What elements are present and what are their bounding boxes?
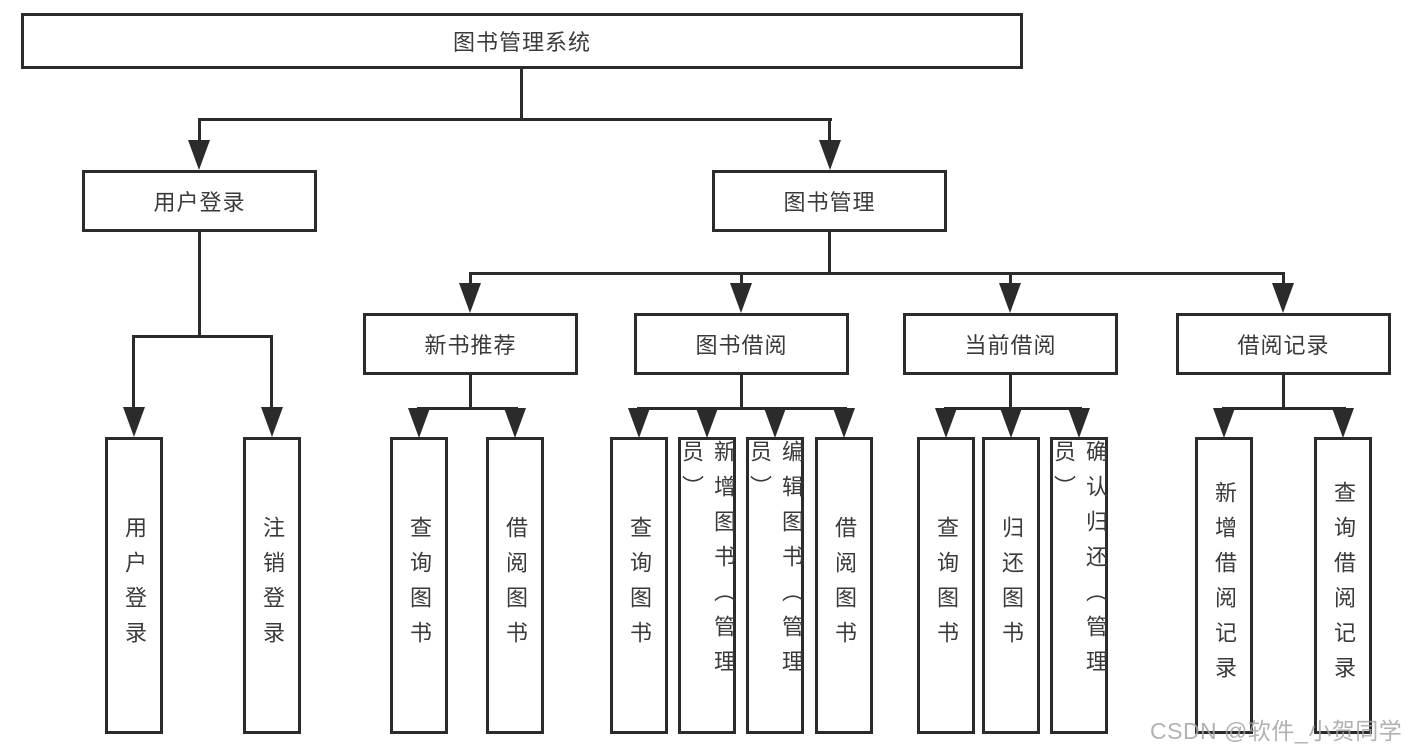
node-current-borrow: 当前借阅 [903,313,1118,375]
node-book-borrow: 图书借阅 [634,313,849,375]
leaf-current-return: 归还图书 [982,437,1040,734]
connector-line [637,407,847,410]
connector-line [1282,373,1285,409]
connector-line [828,230,831,275]
node-book-management: 图书管理 [712,170,947,232]
arrow-down-icon [188,140,210,170]
connector-line [740,373,743,409]
connector-line [469,373,472,409]
leaf-borrow-edit-admin: 编辑图书（管理员） [746,437,804,734]
connector-line [198,118,201,145]
arrow-down-icon [730,283,752,313]
leaf-current-confirm-admin: 确认归还（管理员） [1050,437,1108,734]
connector-line [270,335,273,409]
connector-line [469,272,1285,275]
arrow-down-icon [1068,408,1090,438]
arrow-down-icon [261,407,283,437]
leaf-borrow-borrow: 借阅图书 [815,437,873,734]
arrow-down-icon [504,408,526,438]
arrow-down-icon [123,407,145,437]
leaf-borrow-add-admin: 新增图书（管理员） [678,437,736,734]
connector-line [1009,272,1012,285]
connector-line [828,118,831,145]
connector-line [469,272,472,285]
connector-line [1009,373,1012,409]
connector-line [198,230,201,337]
arrow-down-icon [1213,408,1235,438]
node-user-login: 用户登录 [82,170,317,232]
arrow-down-icon [1272,283,1294,313]
connector-line [1222,407,1346,410]
node-root: 图书管理系统 [21,13,1023,69]
arrow-down-icon [833,408,855,438]
csdn-watermark: CSDN @软件_小贺同学 [1150,718,1403,744]
leaf-logout: 注销登录 [243,437,301,734]
node-new-book-recommend: 新书推荐 [363,313,578,375]
arrow-down-icon [935,408,957,438]
arrow-down-icon [1000,408,1022,438]
connector-line [740,272,743,285]
connector-line [198,118,832,121]
leaf-current-query: 查询图书 [917,437,975,734]
leaf-record-add: 新增借阅记录 [1195,437,1253,734]
connector-line [1282,272,1285,285]
leaf-record-query: 查询借阅记录 [1314,437,1372,734]
connector-line [417,407,518,410]
arrow-down-icon [764,408,786,438]
arrow-down-icon [999,283,1021,313]
connector-line [520,67,523,118]
node-borrow-record: 借阅记录 [1176,313,1391,375]
leaf-user-login: 用户登录 [105,437,163,734]
arrow-down-icon [819,140,841,170]
connector-line [132,335,135,409]
connector-line [132,335,273,338]
arrow-down-icon [1332,408,1354,438]
arrow-down-icon [628,408,650,438]
leaf-newbook-query: 查询图书 [390,437,448,734]
arrow-down-icon [408,408,430,438]
leaf-newbook-borrow: 借阅图书 [486,437,544,734]
leaf-borrow-query: 查询图书 [610,437,668,734]
arrow-down-icon [459,283,481,313]
arrow-down-icon [696,408,718,438]
